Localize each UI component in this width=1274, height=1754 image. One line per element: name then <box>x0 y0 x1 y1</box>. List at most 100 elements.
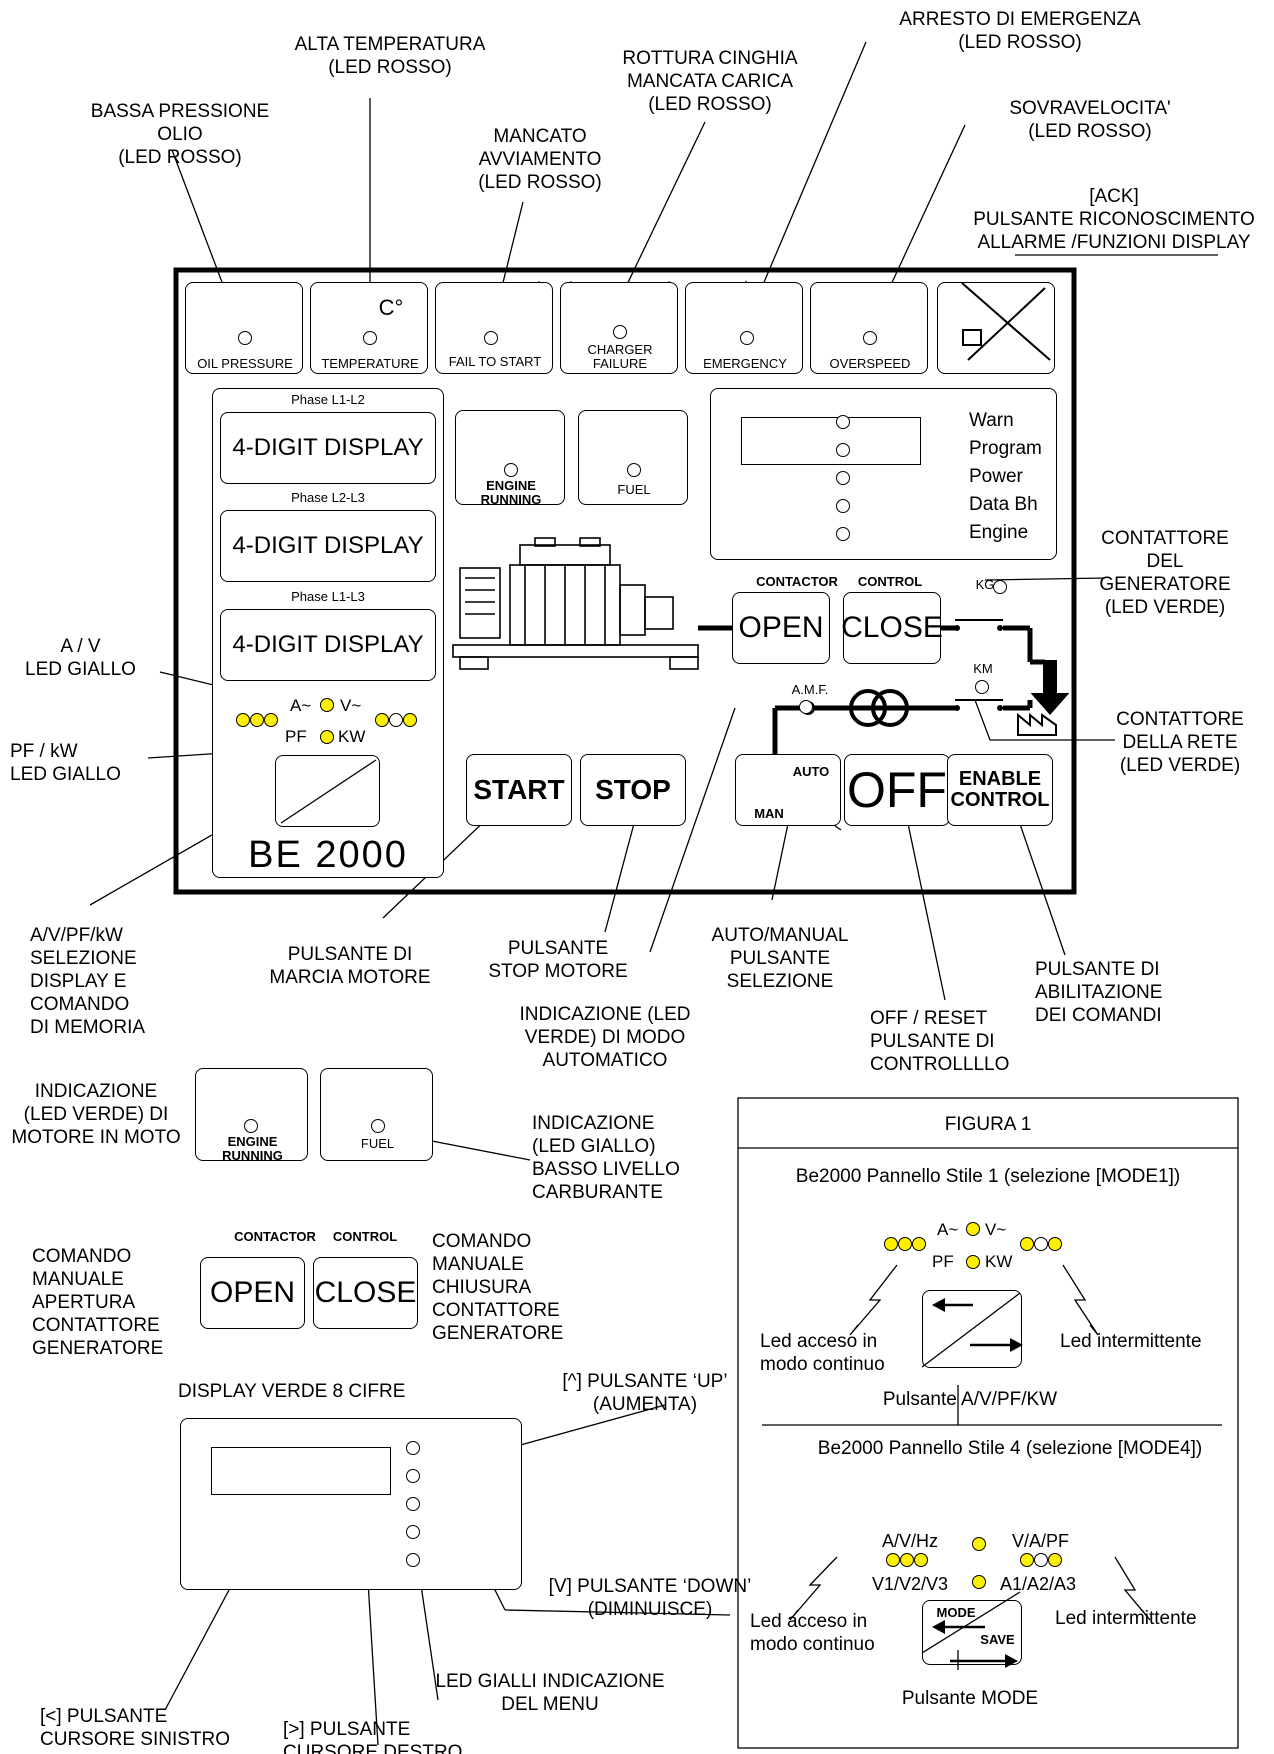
emergency-box: EMERGENCY <box>685 282 803 374</box>
display-l2-l3: 4-DIGIT DISPLAY <box>220 510 436 582</box>
fig-led-intermittente-4: Led intermittente <box>1055 1608 1197 1629</box>
fig4-led-v-1 <box>1020 1553 1034 1567</box>
label-auto-manual: AUTO/MANUAL PULSANTE SELEZIONE <box>711 925 849 992</box>
engine-running-box: ENGINE RUNNING <box>455 410 565 507</box>
menu-led-5 <box>836 527 850 541</box>
open-button[interactable]: OPEN <box>732 592 830 664</box>
overspeed-led <box>863 331 877 345</box>
auto-man-button[interactable]: AUTO MAN <box>735 754 841 826</box>
man-label: MAN <box>754 806 784 821</box>
fig-av-pf-kw-button[interactable] <box>922 1290 1022 1368</box>
label-bassa-pressione: BASSA PRESSIONE OLIO (LED ROSSO) <box>90 101 270 168</box>
menu-led-detail-1 <box>406 1441 420 1455</box>
temperature-box: C° TEMPERATURE <box>310 282 428 374</box>
label-ack: [ACK] PULSANTE RICONOSCIMENTO ALLARME /F… <box>973 186 1255 253</box>
fig-save-label: SAVE <box>980 1632 1015 1647</box>
emergency-label: EMERGENCY <box>703 356 787 371</box>
label-rottura-cinghia: ROTTURA CINGHIA MANCATA CARICA (LED ROSS… <box>622 48 798 115</box>
label-down: [V] PULSANTE ‘DOWN’ (DIMINUISCE) <box>548 1576 752 1620</box>
fig-led-v-3 <box>1048 1237 1062 1251</box>
ack-button[interactable] <box>937 282 1055 374</box>
temperature-led <box>363 331 377 345</box>
phase-l1-l2-label: Phase L1-L2 <box>291 392 365 407</box>
fail-to-start-led <box>484 331 498 345</box>
led-av <box>320 698 334 712</box>
label-off-reset: OFF / RESET PULSANTE DI CONTROLLLLO <box>870 1008 1010 1075</box>
fig-led-continuo-1: Led acceso in modo continuo <box>760 1331 885 1375</box>
figura-title: FIGURA 1 <box>944 1114 1032 1135</box>
led-a-2 <box>250 713 264 727</box>
fig-mode-button[interactable]: MODE SAVE <box>922 1600 1022 1665</box>
label-cursore-destro: [>] PULSANTE CURSORE DESTRO <box>283 1719 463 1754</box>
label-up: [^] PULSANTE ‘UP’ (AUMENTA) <box>562 1371 728 1415</box>
control-label: CONTROL <box>857 574 923 589</box>
temperature-label: TEMPERATURE <box>321 356 419 371</box>
led-pf-kw <box>320 730 334 744</box>
fig-kw-symbol: KW <box>985 1252 1013 1271</box>
off-button[interactable]: OFF <box>844 754 950 826</box>
menu-led-detail-5 <box>406 1553 420 1567</box>
km-led <box>975 680 989 694</box>
fig4-led-bottom <box>972 1575 986 1589</box>
fig-led-v-1 <box>1020 1237 1034 1251</box>
fig4-led-a-1 <box>886 1553 900 1567</box>
fig-pulsante-mode: Pulsante MODE <box>901 1688 1039 1709</box>
fig-led-a-2 <box>898 1237 912 1251</box>
menu-led-1 <box>836 415 850 429</box>
label-arresto-emergenza: ARRESTO DI EMERGENZA (LED ROSSO) <box>899 9 1141 53</box>
close-button-detail[interactable]: CLOSE <box>313 1257 418 1329</box>
menu-display <box>741 417 921 465</box>
label-comando-apertura: COMANDO MANUALE APERTURA CONTATTORE GENE… <box>32 1246 164 1359</box>
fail-to-start-box: FAIL TO START <box>435 282 553 374</box>
charger-failure-label: CHARGER FAILURE <box>587 342 653 371</box>
fig-led-v-2 <box>1034 1237 1048 1251</box>
menu-led-detail-2 <box>406 1469 420 1483</box>
label-abilitazione: PULSANTE DI ABILITAZIONE DEI COMANDI <box>1035 959 1163 1026</box>
fig4-led-top <box>972 1537 986 1551</box>
menu-led-3 <box>836 471 850 485</box>
led-v-3 <box>403 713 417 727</box>
diagonal-arrows-icon <box>280 759 377 824</box>
menu-led-detail-3 <box>406 1497 420 1511</box>
engine-running-label-detail: ENGINE RUNNING <box>222 1134 283 1163</box>
km-label: KM <box>973 661 993 676</box>
label-alta-temperatura: ALTA TEMPERATURA (LED ROSSO) <box>294 34 486 78</box>
enable-control-button[interactable]: ENABLE CONTROL <box>947 754 1053 826</box>
start-button[interactable]: START <box>466 754 572 826</box>
contactor-label: CONTACTOR <box>756 574 838 589</box>
label-sovravelocita: SOVRAVELOCITA' (LED ROSSO) <box>1009 98 1171 142</box>
label-display-verde: DISPLAY VERDE 8 CIFRE <box>178 1381 406 1402</box>
kg-led <box>993 580 1007 594</box>
label-stop-motore: PULSANTE STOP MOTORE <box>488 938 628 982</box>
fig-pulsante-avpf: Pulsante A/V/PF/KW <box>882 1389 1058 1410</box>
fig4-led-v-2 <box>1034 1553 1048 1567</box>
led-v-1 <box>375 713 389 727</box>
figura-style4: Be2000 Pannello Stile 4 (selezione [MODE… <box>817 1438 1203 1459</box>
fig-led-a-1 <box>884 1237 898 1251</box>
fig-a-symbol: A~ <box>937 1220 959 1239</box>
fuel-led <box>627 463 641 477</box>
label-basso-carburante: INDICAZIONE (LED GIALLO) BASSO LIVELLO C… <box>532 1113 680 1203</box>
display-l1-l3: 4-DIGIT DISPLAY <box>220 609 436 681</box>
engine-running-label: ENGINE RUNNING <box>480 478 542 507</box>
fig-led-av <box>966 1222 980 1236</box>
oil-pressure-label: OIL PRESSURE <box>197 356 293 371</box>
amf-led <box>799 700 813 714</box>
menu-item-data: Data Bh <box>969 494 1038 515</box>
fig-led-intermittente-1: Led intermittente <box>1060 1331 1202 1352</box>
display-l1-l2: 4-DIGIT DISPLAY <box>220 412 436 484</box>
amf-label: A.M.F. <box>791 682 829 697</box>
stop-button[interactable]: STOP <box>580 754 686 826</box>
label-pf-led: PF / kW LED GIALLO <box>10 741 121 785</box>
menu-display-detail <box>211 1447 391 1495</box>
led-a-3 <box>264 713 278 727</box>
close-button[interactable]: CLOSE <box>841 592 943 664</box>
fig-led-continuo-4: Led acceso in modo continuo <box>750 1611 875 1655</box>
av-pf-kw-button[interactable] <box>275 755 380 827</box>
emergency-led <box>740 331 754 345</box>
menu-item-engine: Engine <box>969 522 1029 543</box>
engine-running-led <box>504 463 518 477</box>
charger-failure-led <box>613 325 627 339</box>
open-button-detail[interactable]: OPEN <box>200 1257 305 1329</box>
